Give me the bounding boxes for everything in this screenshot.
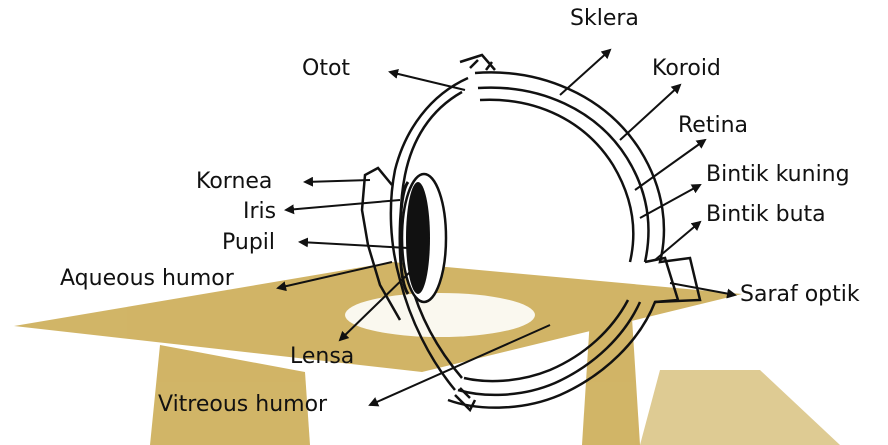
arrow-bintik-kuning [640,185,700,218]
label-koroid: Koroid [652,58,721,80]
arrow-koroid [620,85,680,140]
label-iris: Iris [243,201,276,223]
label-vitreous-humor: Vitreous humor [158,394,327,416]
label-sklera: Sklera [570,8,639,30]
label-saraf-optik: Saraf optik [740,284,860,306]
arrow-retina [635,140,705,190]
label-lensa: Lensa [290,346,354,368]
retina-layer [480,100,633,262]
choroid-layer [478,88,649,262]
label-otot: Otot [302,58,350,80]
arrow-sklera [560,50,610,95]
arrow-kornea [305,180,370,182]
pupil-shape [406,182,430,294]
label-kornea: Kornea [196,171,272,193]
arrow-otot [390,72,465,90]
label-aqueous-humor: Aqueous humor [60,268,234,290]
label-retina: Retina [678,115,748,137]
label-bintik-buta: Bintik buta [706,204,826,226]
label-pupil: Pupil [222,232,275,254]
muscle-top [460,55,495,70]
arrow-bintik-buta [655,222,700,260]
label-bintik-kuning: Bintik kuning [706,164,850,186]
arrow-iris [286,200,400,210]
